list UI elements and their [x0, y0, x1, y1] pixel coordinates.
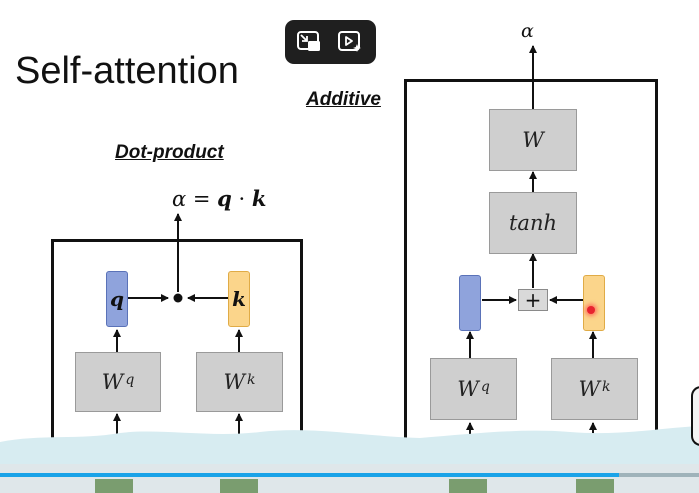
video-thumbnail — [576, 479, 614, 493]
wq-add-sup: q — [480, 379, 490, 395]
video-player-bar — [0, 426, 699, 493]
additive-label: Additive — [306, 89, 381, 110]
query-vector-label: q — [110, 287, 124, 311]
additive-alpha: α — [521, 20, 534, 42]
wk-add-base: W — [578, 377, 601, 401]
wk-add-sup: k — [602, 379, 611, 395]
formula-k: k — [251, 186, 267, 211]
query-vector: q — [106, 271, 128, 327]
query-vector-additive — [459, 275, 481, 331]
tanh-label: tanh — [508, 211, 557, 235]
video-thumbnail — [449, 479, 487, 493]
key-vector-additive — [583, 275, 605, 331]
laser-pointer — [587, 306, 595, 314]
plus-label: + — [524, 288, 542, 312]
w-output-label: W — [522, 128, 544, 152]
dot-product-label: Dot-product — [115, 142, 224, 163]
wq-sup: q — [125, 372, 135, 388]
wk-sup: k — [247, 372, 256, 388]
formula-dot: · — [238, 187, 246, 211]
formula-q: q — [217, 186, 232, 211]
dot-product-formula: α = q · k — [172, 186, 266, 211]
formula-alpha: α — [172, 187, 187, 211]
video-thumbnail — [220, 479, 258, 493]
video-sparkle-icon[interactable] — [337, 29, 363, 55]
slide-title: Self-attention — [15, 50, 239, 92]
formula-equals: = — [192, 187, 211, 211]
video-thumbnail — [95, 479, 133, 493]
dot-product-operator — [173, 293, 183, 303]
key-vector-label: k — [232, 287, 246, 311]
wq-add-base: W — [457, 377, 479, 401]
video-overlay-toolbar — [285, 20, 376, 64]
key-vector: k — [228, 271, 250, 327]
seek-bar-progress[interactable] — [0, 473, 619, 477]
side-panel-tab[interactable] — [691, 386, 699, 446]
picture-in-picture-icon[interactable] — [296, 29, 322, 55]
plus-operator: + — [518, 289, 548, 311]
tanh-box: tanh — [489, 192, 577, 254]
wk-base: W — [223, 370, 246, 394]
w-output-box: W — [489, 109, 577, 171]
wq-base: W — [101, 370, 124, 394]
